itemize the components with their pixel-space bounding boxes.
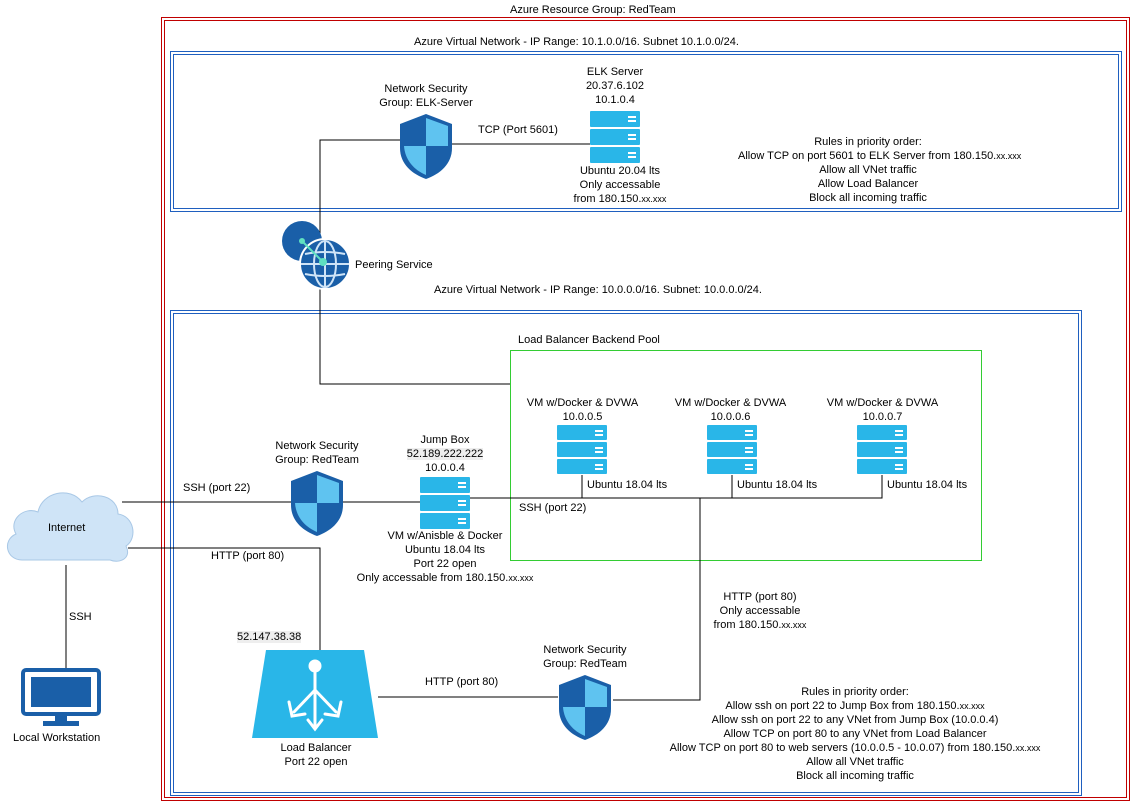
peering-label: Peering Service	[355, 259, 433, 271]
http-internet-lb-link	[128, 547, 321, 650]
jumpbox-vm-link	[468, 475, 883, 499]
workstation-ssh-label: SSH	[69, 611, 92, 623]
elk-tcp-label: TCP (Port 5601)	[478, 124, 558, 136]
nsg-pool-http-link	[613, 498, 701, 701]
http-access-label: HTTP (port 80) Only accessable from 180.…	[713, 591, 807, 631]
server-rack-icon	[557, 425, 607, 474]
cloud-icon	[7, 492, 134, 562]
elk-vnet-boundary	[170, 51, 1122, 212]
backend-pool-title: Load Balancer Backend Pool	[518, 334, 660, 346]
peering-globe-icon	[282, 221, 351, 290]
red-vnet-title: Azure Virtual Network - IP Range: 10.0.0…	[434, 284, 762, 296]
resource-group-title: Azure Resource Group: RedTeam	[510, 4, 676, 16]
load-balancer-icon	[252, 650, 378, 738]
vm2-os: Ubuntu 18.04 lts	[737, 479, 818, 491]
server-rack-icon	[420, 477, 470, 529]
server-rack-icon	[857, 425, 907, 474]
red-vnet-boundary	[170, 310, 1082, 796]
shield-icon	[291, 471, 343, 536]
red-vnet-boundary-inner	[173, 313, 1079, 793]
lb-ip: 52.147.38.38	[237, 631, 302, 643]
lb-link-label: HTTP (port 80)	[425, 676, 499, 688]
vm3-os: Ubuntu 18.04 lts	[887, 479, 968, 491]
shield-icon	[559, 675, 611, 740]
jumpbox-label: Jump Box 52.189.222.222 10.0.0.4	[406, 434, 484, 474]
elk-vnet-boundary-inner	[173, 54, 1119, 209]
internet-label: Internet	[48, 522, 86, 534]
monitor-icon	[21, 668, 101, 726]
resource-group-boundary-inner	[164, 20, 1127, 798]
ssh-internet-label: SSH (port 22)	[183, 482, 251, 494]
elk-rules: Rules in priority order: Allow TCP on po…	[738, 136, 1022, 204]
peering-pool-link	[319, 303, 510, 385]
backend-pool-boundary	[510, 350, 982, 561]
server-rack-icon	[590, 111, 640, 163]
http-internet-label: HTTP (port 80)	[211, 550, 285, 562]
jumpbox-details: VM w/Anisble & Docker Ubuntu 18.04 lts P…	[356, 530, 534, 584]
server-rack-icon	[707, 425, 757, 474]
redteam-rules: Rules in priority order: Allow ssh on po…	[669, 686, 1041, 782]
elk-vnet-title: Azure Virtual Network - IP Range: 10.1.0…	[414, 36, 739, 48]
workstation-label: Local Workstation	[13, 732, 101, 744]
vm1-os: Ubuntu 18.04 lts	[587, 479, 668, 491]
shield-icon	[400, 114, 452, 179]
ssh-pool-label: SSH (port 22)	[519, 502, 587, 514]
